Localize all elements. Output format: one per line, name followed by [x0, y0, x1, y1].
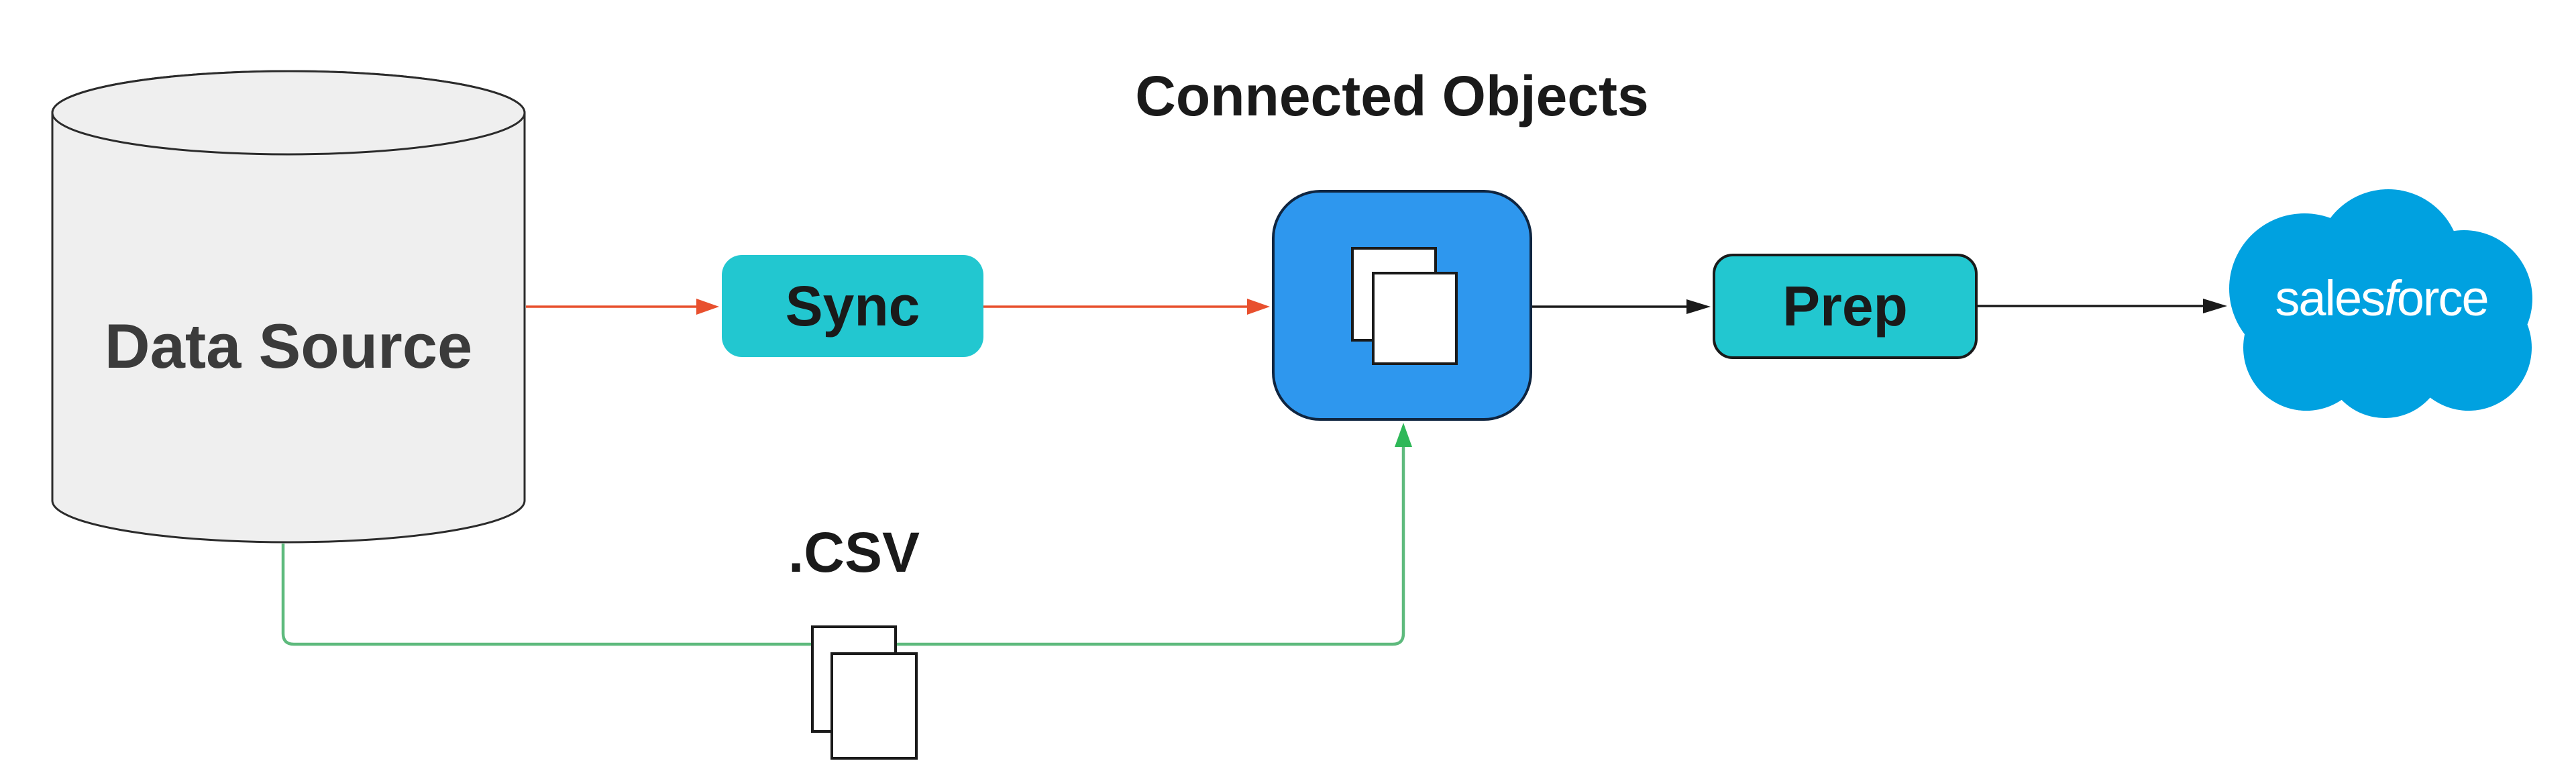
prep-label: Prep — [1782, 274, 1908, 338]
cylinder-top — [51, 70, 526, 156]
prep-node: Prep — [1713, 254, 1978, 359]
sync-label: Sync — [785, 274, 920, 338]
data-source-cylinder — [51, 70, 526, 544]
csv-label: .CSV — [788, 521, 920, 584]
black-arrowhead-2-icon — [2203, 299, 2227, 313]
salesforce-wordmark: salesforce — [2234, 270, 2529, 327]
connected-objects-node — [1272, 190, 1532, 421]
data-source-label: Data Source — [104, 311, 473, 381]
document-front-icon — [1372, 272, 1458, 365]
diagram-title: Connected Objects — [1135, 64, 1649, 128]
green-arrowhead-up-icon — [1395, 423, 1412, 447]
orange-arrowhead-1-icon — [696, 299, 719, 315]
salesforce-wordmark-start: sales — [2275, 270, 2385, 326]
orange-arrowhead-2-icon — [1247, 299, 1270, 315]
sync-node: Sync — [722, 255, 983, 357]
salesforce-cloud-icon — [2229, 189, 2532, 418]
black-arrowhead-1-icon — [1686, 299, 1711, 314]
salesforce-wordmark-end: orce — [2396, 270, 2489, 326]
csv-document-front-icon — [830, 652, 918, 760]
salesforce-wordmark-f: f — [2384, 270, 2398, 326]
